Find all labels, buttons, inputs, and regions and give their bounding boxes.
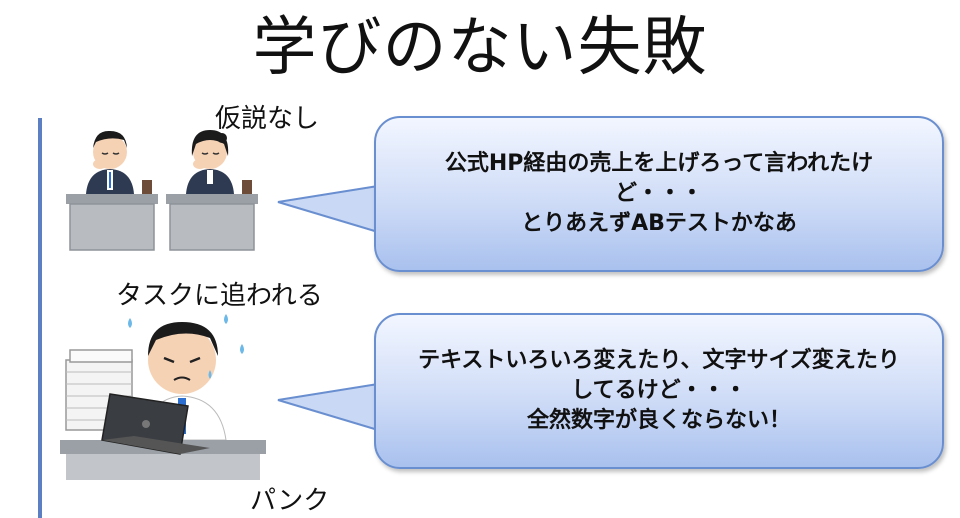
worker-man-icon [86, 130, 134, 194]
speech-bubble-chased-by-tasks: テキストいろいろ変えたり、文字サイズ変えたり してるけど・・・ 全然数字が良くな… [374, 313, 944, 469]
section-label-no-hypothesis: 仮説なし [215, 104, 320, 134]
bubble-line: 全然数字が良くならない！ [526, 408, 791, 433]
two-workers-at-desks-illustration [66, 130, 258, 251]
speech-bubble-tail [277, 184, 380, 234]
bubble-line: テキストいろいろ変えたり、文字サイズ変えたり [418, 348, 900, 373]
speech-bubble-no-hypothesis: 公式HP経由の売上を上げろって言われたけ ど・・・ とりあえずABテストかなあ [374, 116, 944, 272]
speech-bubble-tail [277, 382, 380, 432]
bubble-line: とりあえずABテストかなあ [521, 211, 797, 236]
timeline-bar [38, 118, 42, 518]
section-label-chased-by-tasks: タスクに追われる [116, 281, 323, 311]
laptop-icon [101, 393, 210, 455]
bubble-line: 公式HP経由の売上を上げろって言われたけ [444, 151, 874, 176]
stressed-worker-laptop-illustration [60, 314, 266, 480]
slide-title: 学びのない失敗 [252, 11, 708, 85]
bubble-line: ど・・・ [614, 181, 703, 206]
worker-woman-icon [186, 130, 234, 194]
section-label-overload: パンク [250, 486, 330, 516]
bubble-line: してるけど・・・ [571, 378, 747, 403]
